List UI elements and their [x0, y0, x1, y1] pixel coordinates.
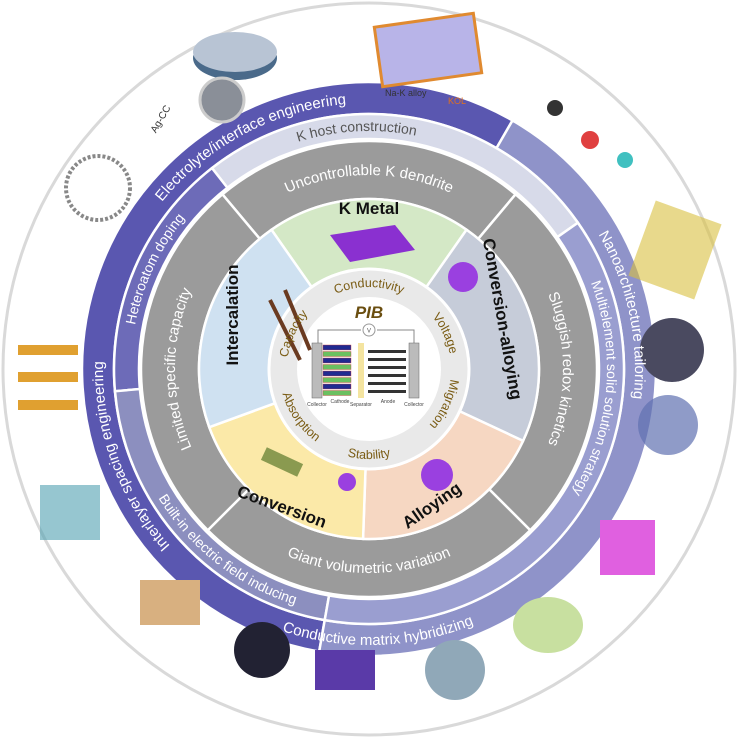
nak-alloy-label: Na-K alloy [385, 88, 427, 98]
sector-k-metal: K Metal [339, 199, 399, 218]
voltmeter-icon [362, 323, 376, 337]
graphene-illustration [64, 154, 132, 222]
band-multielement [323, 220, 626, 626]
band-electric-field [113, 387, 331, 622]
sector-intercalation: Intercalation [223, 264, 242, 365]
center-title: PIB [355, 303, 383, 322]
property-stability: Stability [347, 445, 392, 462]
svg-text:Separator: Separator [350, 402, 372, 408]
sector-illustrations [260, 225, 478, 491]
svg-text:Anode: Anode [381, 399, 396, 405]
heterostructure-illustration [140, 580, 200, 625]
molecule-illustration [547, 100, 633, 168]
agcc-illustration [198, 76, 246, 124]
svg-text:Collector: Collector [404, 402, 424, 408]
kol-illustration [372, 11, 484, 89]
svg-text:Conductivity: Conductivity [332, 276, 407, 297]
band-heteroatom [112, 166, 230, 393]
interlayer-illustration [40, 485, 100, 540]
property-conductivity: Conductivity [332, 276, 407, 297]
framework-illustration [600, 520, 655, 575]
surrounding-illustrations: Na-K alloy KOL Ag-CC [18, 11, 722, 700]
sheet-illustration [315, 650, 375, 690]
layered-illustration [628, 200, 722, 300]
svg-text:Cathode: Cathode [331, 399, 350, 405]
nanoparticle-illustration [425, 640, 485, 700]
svg-text:Collector: Collector [307, 402, 327, 408]
svg-text:Stability: Stability [347, 445, 392, 462]
spiral-illustration [18, 345, 78, 410]
capsule-illustration [513, 597, 583, 653]
battery-schematic: PIB V Collector Cathode Separator Anode … [307, 303, 424, 408]
kol-label: KOL [448, 96, 466, 106]
sphere-illustration [640, 318, 704, 382]
svg-text:V: V [367, 329, 371, 335]
spiky-illustration [234, 622, 290, 678]
